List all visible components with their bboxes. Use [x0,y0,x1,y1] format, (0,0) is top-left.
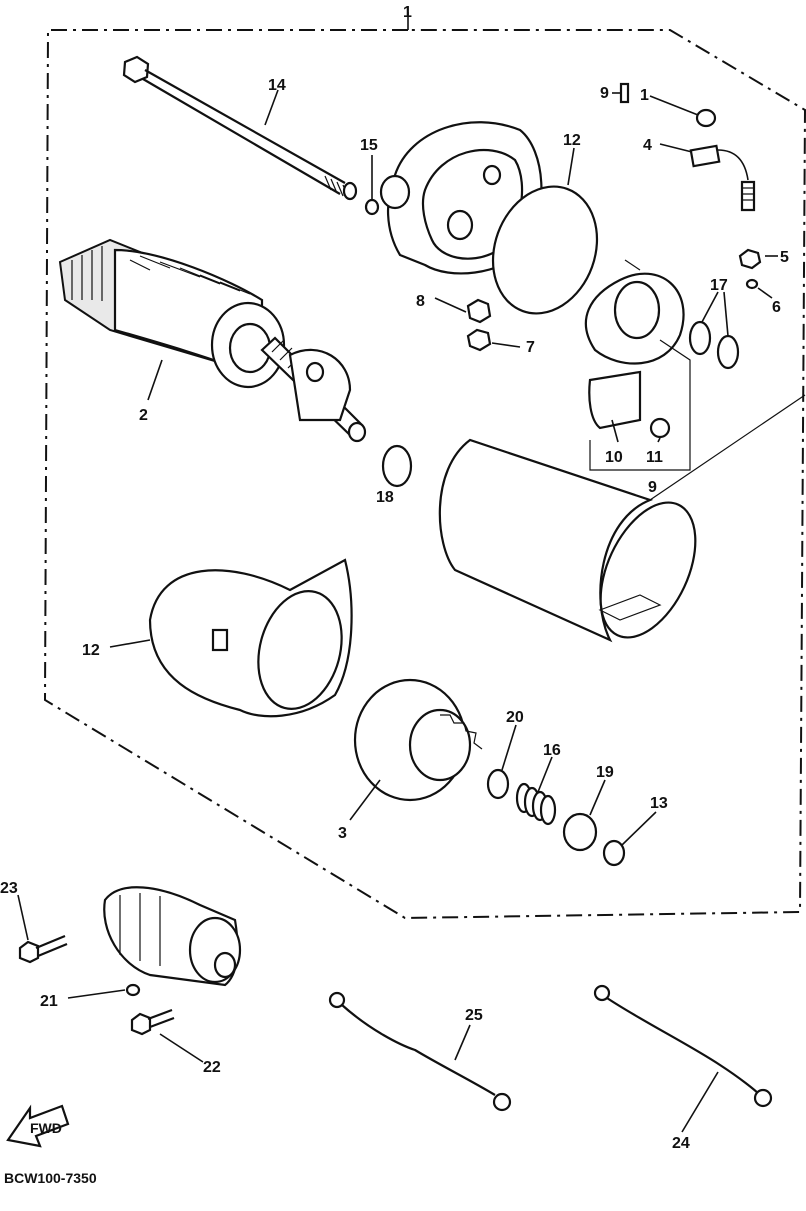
callout-19: 19 [596,764,614,781]
washer-17b [716,334,740,370]
callout-9a: 9 [600,85,609,102]
callout-14: 14 [268,77,286,94]
callout-6: 6 [772,299,781,316]
callout-10: 10 [605,449,623,466]
collar-20 [486,768,510,800]
fwd-arrow-icon: FWD [6,1104,70,1148]
callout-23: 23 [0,880,18,897]
svg-text:FWD: FWD [30,1120,62,1136]
nut-5 [738,248,762,270]
callout-4: 4 [643,137,652,154]
callout-16: 16 [543,742,561,759]
washer-18 [381,444,413,488]
washer-21 [125,983,141,997]
brush-holder-plate [584,259,685,365]
brush-holder-10 [588,370,642,430]
lead-wire-24 [593,984,773,1108]
terminal-11 [649,417,671,439]
part-1-top [695,108,717,128]
through-bolt [122,55,358,201]
callout-3: 3 [338,825,347,842]
pinion-clutch [353,678,483,802]
o-ring-rear [491,185,599,315]
callout-13: 13 [650,795,668,812]
callout-labels: 1 14 15 12 9 1 4 5 6 17 8 7 2 10 11 9 18… [0,4,789,1152]
part-9-top [619,82,630,104]
callout-8: 8 [416,293,425,310]
nut-8 [466,298,492,324]
washer-6 [745,278,759,290]
callout-25: 25 [465,1007,483,1024]
bolt-23 [18,934,68,964]
nut-7 [466,328,492,352]
callout-17: 17 [710,277,728,294]
diagram-code: BCW100-7350 [4,1170,97,1186]
callout-22: 22 [203,1059,221,1076]
callout-leaders [17,89,778,1133]
callout-12a: 12 [563,132,581,149]
stopper-19 [562,812,598,852]
callout-5: 5 [780,249,789,266]
starter-motor-assembly-small [103,886,242,987]
callout-24: 24 [672,1135,690,1152]
spring-16 [515,782,557,826]
armature [58,238,367,443]
lead-wire-25 [328,991,512,1112]
callout-15: 15 [360,137,378,154]
callout-20: 20 [506,709,524,726]
callout-1: 1 [403,4,412,21]
callout-11b: 11 [646,449,663,466]
callout-21: 21 [40,993,58,1010]
callout-1b: 1 [640,87,649,104]
bracket-9 [589,339,691,471]
callout-7: 7 [526,339,535,356]
bracket-yoke-outline [649,394,806,501]
callout-2: 2 [139,407,148,424]
o-ring-15 [364,198,380,216]
callout-9b: 9 [648,479,657,496]
assembly-boundary [43,29,806,920]
circlip-13 [602,839,626,867]
front-cover [148,348,353,718]
bolt-22 [130,1008,175,1036]
callout-12b: 12 [82,642,100,659]
washer-17a [688,320,712,356]
callout-18: 18 [376,489,394,506]
brush-4 [689,144,756,212]
yoke-housing [438,438,697,643]
